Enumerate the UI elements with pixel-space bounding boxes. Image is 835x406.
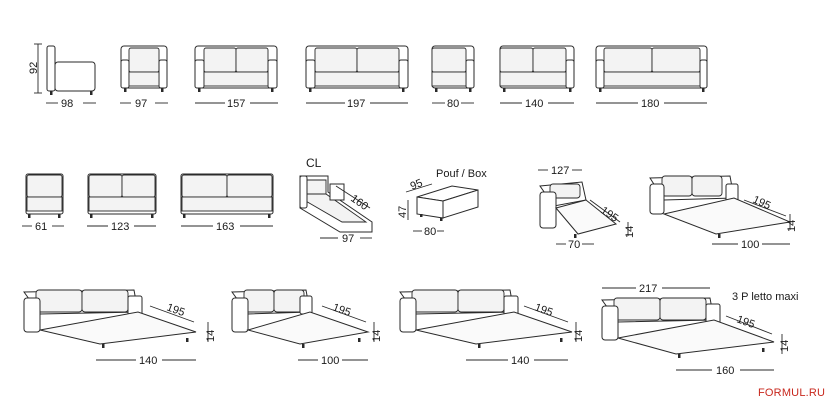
armless-sofa-163	[180, 173, 274, 218]
width-label: 180	[641, 98, 659, 110]
width-label: 98	[61, 98, 73, 110]
watermark: FORMUL.RU	[758, 387, 825, 399]
bed-c-width-label: 140	[511, 355, 529, 367]
pouf-label: Pouf / Box	[436, 168, 487, 180]
pouf-box: Pouf / Box 95 47 80	[397, 168, 487, 238]
width-label: 97	[135, 98, 147, 110]
width-label: 157	[227, 98, 245, 110]
width-label: 80	[447, 98, 459, 110]
width-label: 163	[216, 221, 234, 233]
height-dimension-92: 92	[28, 43, 42, 94]
bed-c-depth-label: 195	[533, 302, 554, 320]
chaise-width-label: 97	[342, 233, 354, 245]
chaise-label: CL	[306, 156, 322, 170]
armchair-front-view	[120, 45, 168, 92]
sofa-140	[499, 45, 575, 92]
bed-medium-width-label: 100	[741, 239, 759, 251]
sofa-bed-letto-maxi: 217 3 P letto maxi 195 14 160	[601, 283, 798, 377]
width-label: 197	[347, 98, 365, 110]
bed-d-width-label: 160	[716, 365, 734, 377]
sofa-bed-100: 195 14 100	[231, 289, 383, 367]
pouf-width-label: 80	[424, 226, 436, 238]
width-dimension-197: 197	[306, 98, 408, 110]
bed-a-height-label: 14	[205, 330, 217, 342]
bed-small-top-label: 127	[551, 165, 569, 177]
sofa-2-seat-157	[194, 45, 278, 92]
sofa-180	[595, 45, 708, 92]
width-dimension-140: 140	[500, 98, 574, 110]
bed-c-height-label: 14	[573, 330, 585, 342]
width-dimension-97: 97	[120, 98, 168, 110]
bed-b-width-label: 100	[321, 355, 339, 367]
armless-chair-61	[25, 173, 64, 218]
width-dimension-61: 61	[22, 221, 64, 233]
bed-medium-height-label: 14	[786, 220, 798, 232]
sofa-bed-140-b: 195 14 140	[399, 289, 585, 367]
width-label: 140	[525, 98, 543, 110]
bed-small-height-label: 14	[624, 226, 636, 238]
bed-d-title: 3 P letto maxi	[732, 291, 798, 303]
bed-d-depth-label: 195	[735, 314, 756, 332]
width-dimension-98: 98	[46, 98, 96, 110]
width-label: 61	[35, 221, 47, 233]
bed-b-height-label: 14	[371, 330, 383, 342]
bed-d-top-label: 217	[639, 283, 657, 295]
armchair-80	[431, 45, 475, 92]
bed-b-depth-label: 195	[331, 302, 352, 320]
armchair-side-view	[46, 45, 96, 95]
chaise-longue: CL 160 97	[299, 156, 373, 245]
sofa-3-seat-197	[305, 45, 409, 92]
sofa-bed-140-a: 195 14 140	[23, 289, 217, 367]
armless-sofa-123	[87, 173, 157, 218]
width-dimension-157: 157	[195, 98, 278, 110]
width-dimension-163: 163	[181, 221, 273, 233]
pouf-depth-label: 95	[409, 177, 425, 193]
bed-d-height-label: 14	[779, 340, 791, 352]
bed-a-depth-label: 195	[165, 302, 186, 320]
width-dimension-123: 123	[87, 221, 156, 233]
pouf-height-label: 47	[397, 206, 409, 218]
height-label: 92	[28, 62, 40, 74]
bed-small-width-label: 70	[568, 239, 580, 251]
width-dimension-80: 80	[432, 98, 474, 110]
sofa-bed-small: 127 195 14 70	[538, 165, 636, 251]
sofa-bed-medium: 195 14 100	[649, 175, 798, 251]
width-label: 123	[111, 221, 129, 233]
width-dimension-180: 180	[596, 98, 707, 110]
bed-a-width-label: 140	[139, 355, 157, 367]
